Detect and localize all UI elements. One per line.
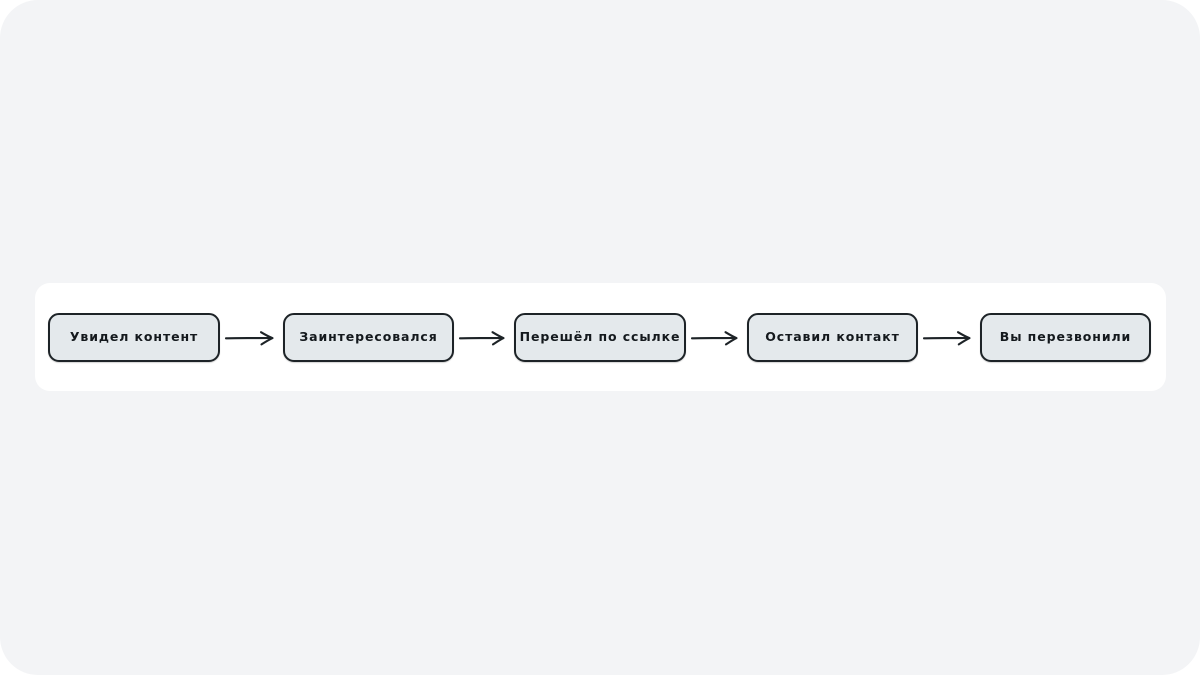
flow-arrow-1 bbox=[224, 330, 279, 346]
flow-node-1-label: Увидел контент bbox=[69, 329, 199, 345]
arrow-right-icon bbox=[690, 331, 738, 346]
flow-arrow-4 bbox=[922, 330, 976, 346]
flow-arrow-2 bbox=[458, 330, 510, 346]
arrow-right-icon bbox=[224, 331, 274, 346]
flow-node-2-label: Заинтересовался bbox=[299, 329, 438, 345]
flowchart: Увидел контент Заинтересовался Перешёл п… bbox=[35, 283, 1166, 391]
flow-node-3[interactable]: Перешёл по ссылке bbox=[514, 313, 686, 362]
flow-node-5[interactable]: Вы перезвонили bbox=[980, 313, 1151, 362]
flow-node-2[interactable]: Заинтересовался bbox=[283, 313, 454, 362]
arrow-right-icon bbox=[922, 331, 971, 346]
flow-node-3-label: Перешёл по ссылке bbox=[519, 329, 681, 345]
flow-node-1[interactable]: Увидел контент bbox=[48, 313, 220, 362]
diagram-panel: Увидел контент Заинтересовался Перешёл п… bbox=[35, 283, 1166, 391]
arrow-right-icon bbox=[458, 331, 505, 346]
flow-node-4[interactable]: Оставил контакт bbox=[747, 313, 918, 362]
flow-node-5-label: Вы перезвонили bbox=[999, 329, 1132, 345]
flow-arrow-3 bbox=[690, 330, 743, 346]
flow-node-4-label: Оставил контакт bbox=[765, 329, 900, 345]
